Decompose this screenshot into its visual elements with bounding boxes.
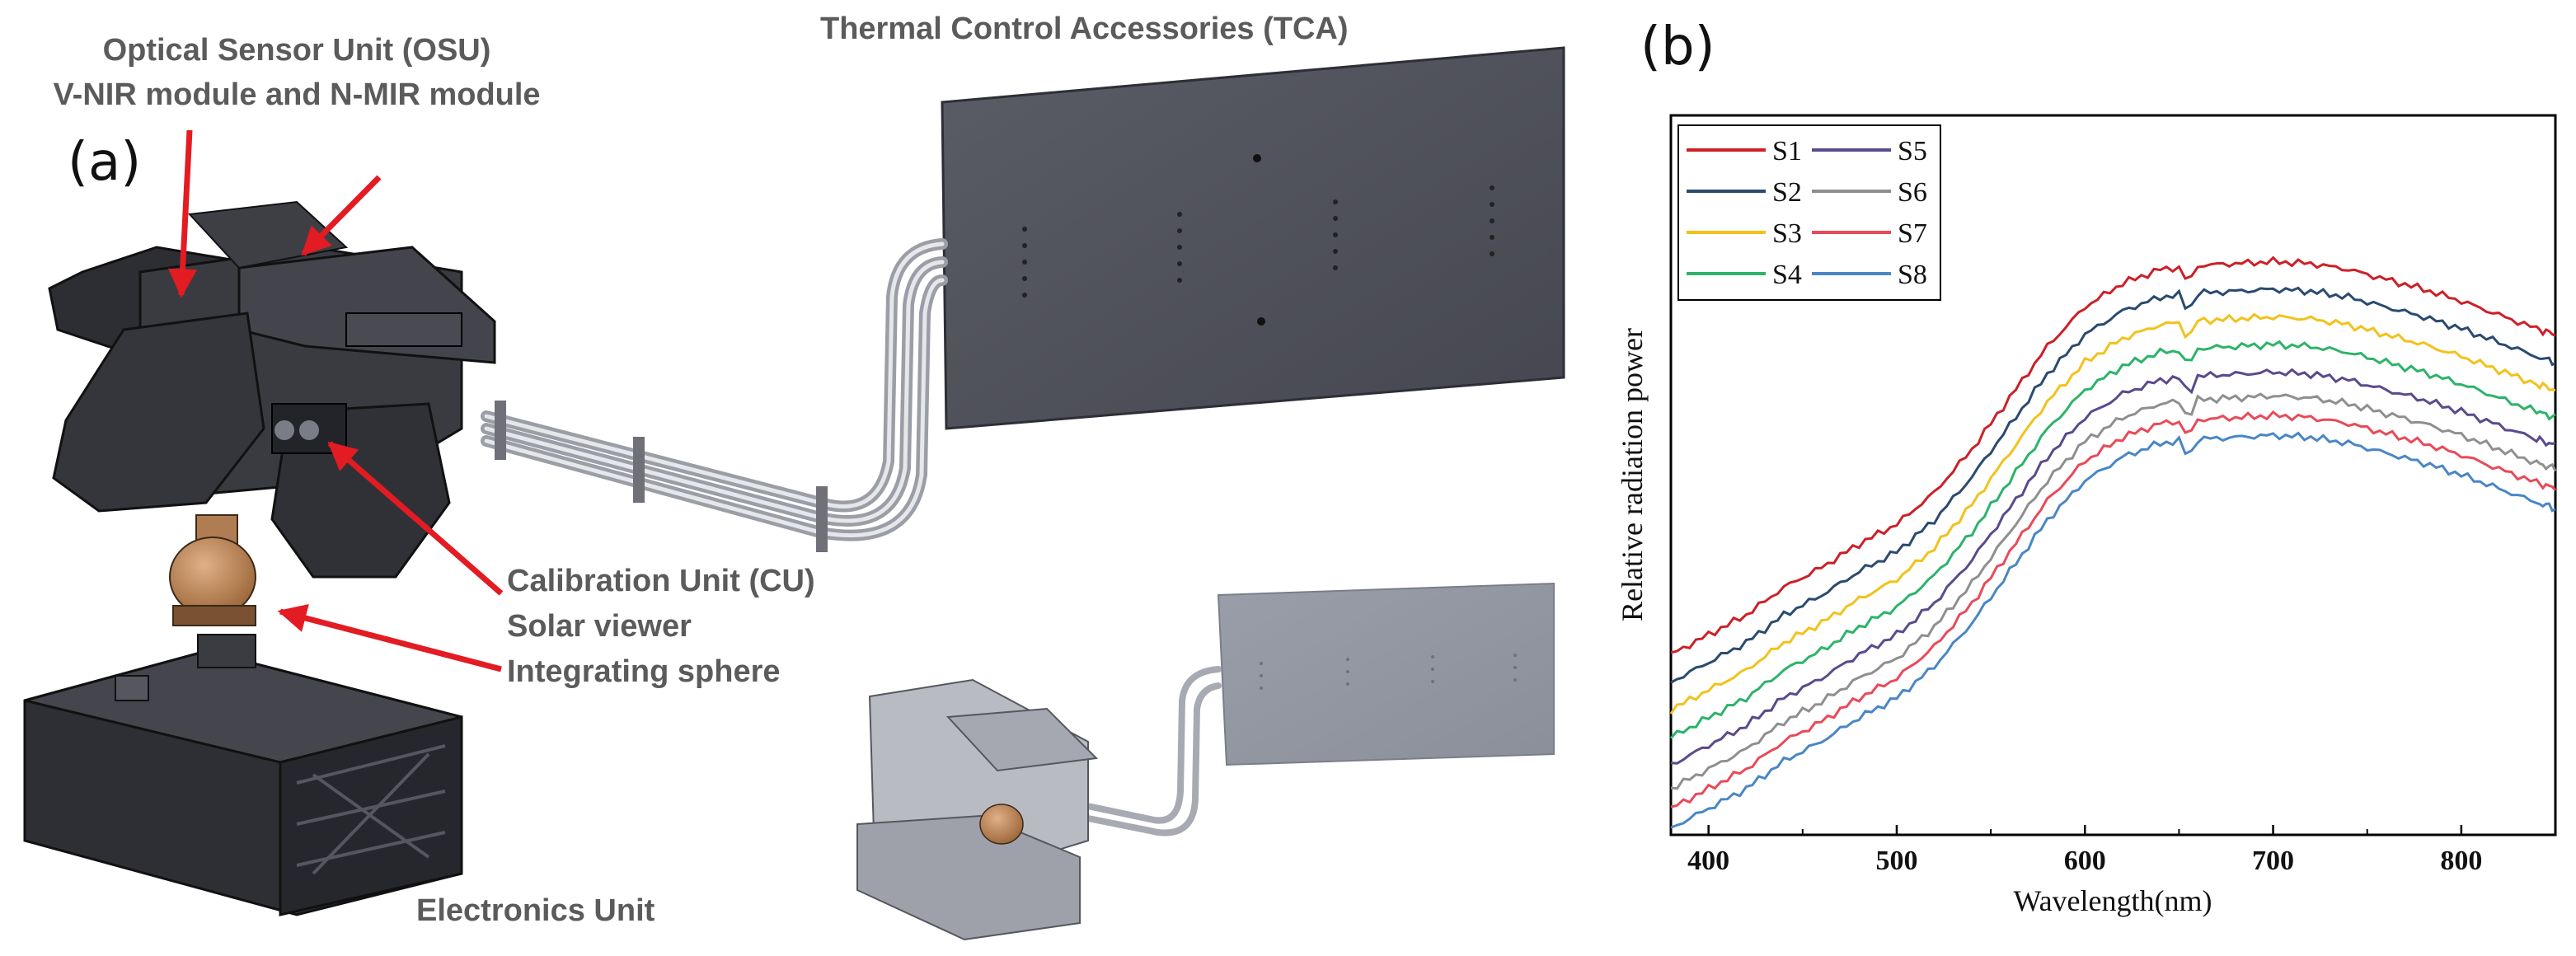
legend-label-s4: S4 (1772, 260, 1802, 290)
series-line-s2 (1670, 286, 2556, 684)
pointer-arrows (168, 129, 504, 672)
legend-label-s3: S3 (1772, 218, 1802, 249)
heat-pipes (481, 238, 948, 552)
series-line-s7 (1670, 410, 2557, 808)
series-line-s5 (1670, 368, 2556, 765)
solar-viewer-label: Solar viewer (507, 609, 692, 644)
x-tick-label: 600 (2064, 846, 2106, 876)
tca-title: Thermal Control Accessories (TCA) (820, 12, 1349, 46)
series-line-s4 (1669, 340, 2556, 739)
x-tick-label: 700 (2252, 846, 2294, 876)
series-line-s8 (1670, 431, 2556, 829)
series-line-s6 (1670, 392, 2557, 790)
x-tick-label: 800 (2440, 846, 2482, 876)
legend-label-s1: S1 (1772, 136, 1802, 166)
osu-label-line2: V-NIR module and N-MIR module (53, 77, 541, 112)
electronics-unit-label: Electronics Unit (416, 893, 655, 928)
panel-a (23, 46, 1565, 941)
legend-label-s2: S2 (1772, 177, 1802, 208)
panel-b-label: (b) (1640, 16, 1715, 77)
series-line-s3 (1669, 312, 2556, 715)
panel-a-label: (a) (68, 132, 142, 193)
inset-model (856, 582, 1555, 941)
legend-label-s6: S6 (1898, 177, 1927, 208)
y-axis-label: Relative radiation power (1616, 328, 1649, 621)
series-lines (1669, 255, 2557, 829)
series-line-s1 (1670, 255, 2556, 654)
cu-label: Calibration Unit (CU) (507, 564, 815, 598)
legend-label-s8: S8 (1898, 260, 1927, 290)
tca-radiator-panel (941, 46, 1565, 430)
legend-label-s7: S7 (1898, 218, 1927, 249)
x-tick-label: 400 (1687, 846, 1729, 876)
calibration-unit (169, 514, 256, 626)
x-tick-label: 500 (1875, 846, 1917, 876)
osu-label-line1: Optical Sensor Unit (OSU) (102, 33, 491, 68)
integrating-sphere-label: Integrating sphere (507, 654, 781, 689)
osu-body (48, 200, 496, 579)
electronics-unit (23, 634, 463, 916)
legend-label-s5: S5 (1898, 136, 1927, 166)
x-ticks (1707, 825, 2556, 835)
x-axis-label: Wavelength(nm) (2013, 884, 2212, 917)
x-tick-labels: 400 500 600 700 800 (1687, 846, 2482, 876)
legend-box (1677, 124, 1941, 301)
